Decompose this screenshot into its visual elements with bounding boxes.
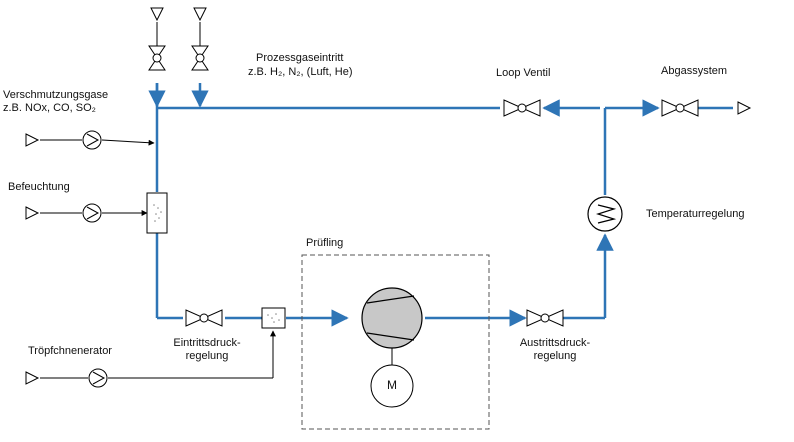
outlet-pressure-valve-icon (526, 309, 564, 327)
humidification-pump-icon (82, 203, 102, 223)
pollutant-gases-label: Verschmutzungsgase (3, 89, 109, 101)
process-gas-inlet-label: Prozessgaseintritt (256, 52, 344, 64)
pollutant-gases-example: z.B. NOx, CO, SO₂ (3, 102, 96, 114)
heat-exchanger-icon (587, 196, 623, 232)
process-gas-inlet-example: z.B. H₂, N₂, (Luft, He) (248, 66, 353, 78)
exhaust-system-label: Abgassystem (661, 65, 728, 77)
source-triangle-icon (25, 133, 40, 147)
motor-icon (370, 364, 414, 408)
loop-valve-icon (503, 99, 541, 117)
loop-valve-label: Loop Ventil (496, 67, 551, 79)
inlet-pressure-label-2: regelung (185, 350, 229, 362)
humidification-label: Befeuchtung (8, 181, 70, 193)
exhaust-outlet-triangle-icon (737, 101, 752, 115)
droplet-generator-label: Tröpfchnenerator (28, 345, 112, 357)
source-triangle-icon (25, 206, 40, 220)
process-gas-valve-2-icon (191, 45, 209, 71)
source-triangle-icon (25, 371, 40, 385)
humidifier-icon (146, 192, 168, 234)
test-specimen-label: Prüfling (306, 237, 344, 249)
exhaust-valve-icon (661, 99, 699, 117)
process-gas-valve-1-icon (148, 45, 166, 71)
motor-label: M (387, 378, 397, 392)
compressor-icon (361, 287, 423, 349)
droplet-generator-pump-icon (88, 368, 108, 388)
pollutant-gas-pump-icon (82, 130, 102, 150)
inlet-pressure-label: Eintrittsdruck- (173, 337, 241, 349)
temperature-control-label: Temperaturregelung (646, 208, 745, 220)
source-triangle-icon (150, 7, 164, 22)
process-gas-lines (148, 83, 733, 327)
droplet-injector-icon (261, 307, 286, 329)
source-triangle-icon (193, 7, 207, 22)
outlet-pressure-label: Austrittsdruck- (519, 337, 591, 349)
outlet-pressure-label-2: regelung (533, 350, 577, 362)
test-specimen-boundary (301, 254, 490, 430)
inlet-pressure-valve-icon (185, 309, 223, 327)
